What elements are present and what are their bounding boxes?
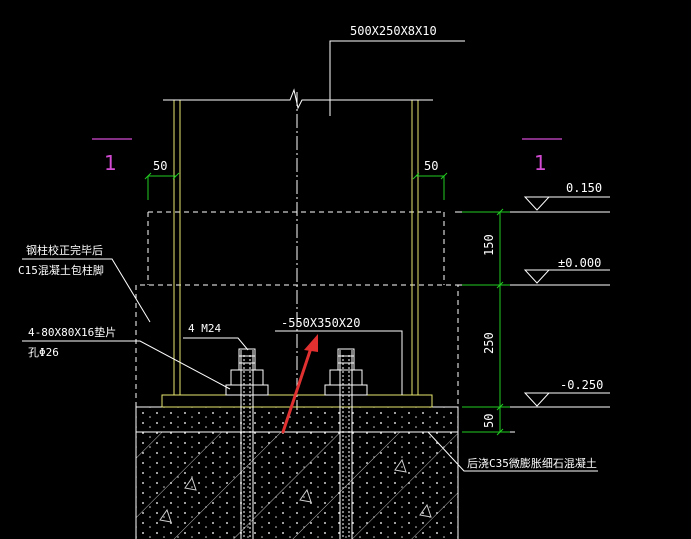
dim-left-offset-label: 50 (153, 159, 167, 173)
grout-note-label: 后浇C35微膨胀细石混凝土 (467, 456, 597, 470)
encase-note: 钢柱校正完毕后 C15混凝土包柱脚 (18, 243, 151, 323)
foundation-block (135, 431, 459, 539)
elevation-marker-top: 0.150 (523, 181, 610, 211)
section-mark-left-label: 1 (104, 151, 117, 175)
elevation-marker-bottom: -0.250 (523, 378, 610, 407)
encase-note-line2: C15混凝土包柱脚 (18, 263, 104, 277)
section-mark-left: 1 (92, 138, 132, 175)
washer-note-line2: 孔Φ26 (28, 346, 59, 359)
grout-layer (135, 406, 459, 433)
grout-note: 后浇C35微膨胀细石混凝土 (427, 431, 598, 472)
section-size-label: 500X250X8X10 (350, 24, 437, 38)
section-mark-right-label: 1 (534, 151, 547, 175)
washer-note: 4-80X80X16垫片 孔Φ26 (22, 325, 231, 390)
section-mark-right: 1 (522, 138, 562, 175)
plate-note-label: -550X350X20 (281, 316, 360, 330)
elevation-extension-lines (455, 211, 610, 433)
dim-right-offset-label: 50 (424, 159, 438, 173)
elevation-bottom-label: -0.250 (560, 378, 603, 392)
dim-right-offset (412, 172, 448, 200)
column-break-line (163, 88, 433, 110)
anchor-bolt-right (324, 348, 368, 539)
dim-bottom-label: 50 (482, 414, 496, 428)
elevation-marker-zero: ±0.000 (523, 256, 610, 284)
steel-column (173, 100, 419, 395)
dim-middle-label: 250 (482, 332, 496, 354)
elevation-top-label: 0.150 (566, 181, 602, 195)
annotation-arrow (281, 334, 318, 434)
base-plate (161, 394, 433, 408)
dim-left-offset (144, 172, 180, 200)
dim-upper-label: 150 (482, 234, 496, 256)
elevation-zero-label: ±0.000 (558, 256, 601, 270)
section-size-leader: 500X250X8X10 (329, 24, 465, 116)
bolt-note-label: 4 M24 (188, 322, 221, 335)
washer-note-line1: 4-80X80X16垫片 (28, 325, 116, 339)
encase-note-line1: 钢柱校正完毕后 (26, 243, 103, 257)
plate-note: -550X350X20 (275, 316, 403, 395)
vertical-dimension-chain (462, 208, 510, 436)
bolt-note: 4 M24 (183, 322, 249, 351)
